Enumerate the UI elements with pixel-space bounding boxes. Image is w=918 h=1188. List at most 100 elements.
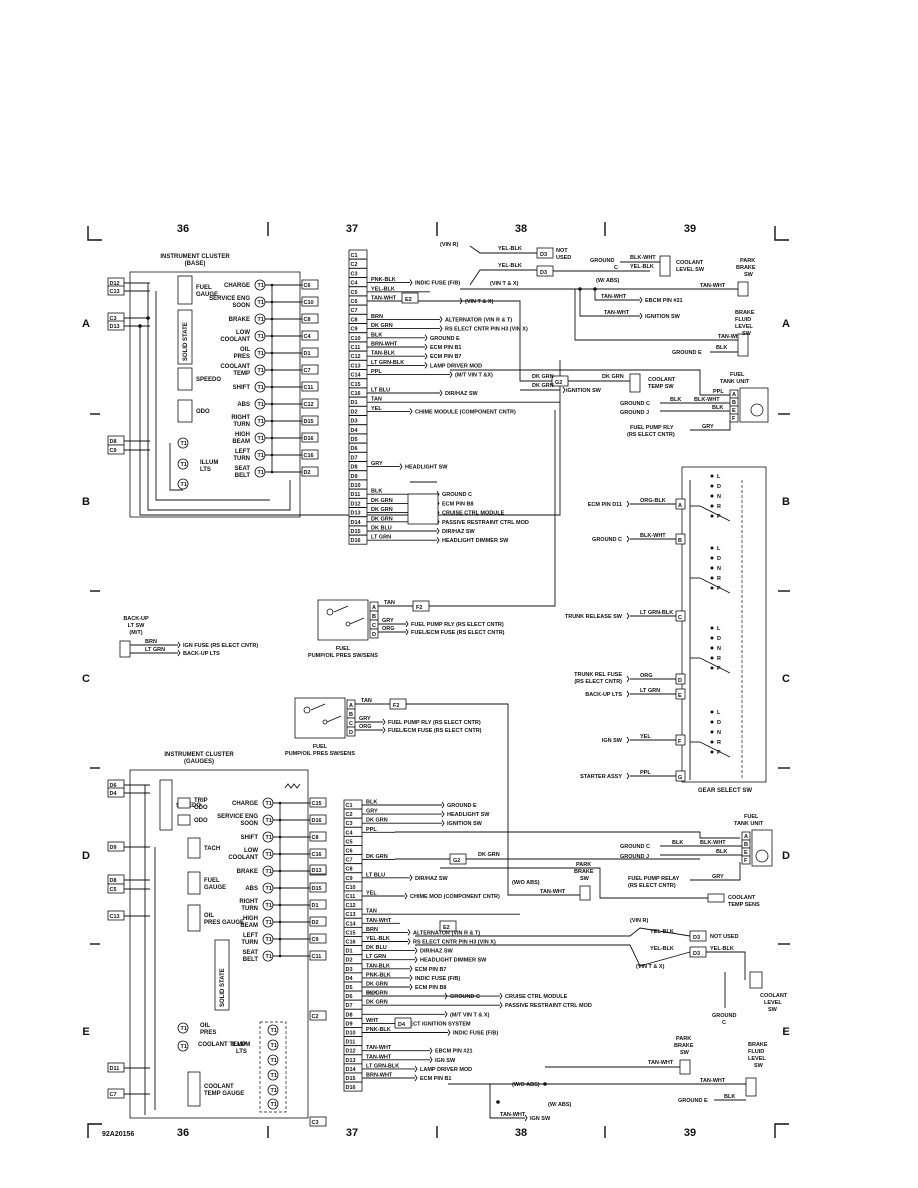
pin-box [348, 534, 368, 545]
wire-color: YEL-BLK [650, 946, 674, 952]
pin-label: C3 [312, 1120, 319, 1126]
indicator-label: SERVICE ENG [217, 814, 258, 820]
wire-color: BLK [712, 405, 723, 411]
switch-box [749, 971, 763, 989]
splice-label: G2 [555, 380, 562, 386]
module-box [187, 904, 201, 932]
splice-dot [710, 636, 714, 640]
pin-label: C7 [110, 1092, 117, 1098]
switch-arm [310, 703, 326, 711]
pin-label: C13 [346, 912, 356, 918]
splice-dot [710, 730, 714, 734]
pin-label: B [678, 538, 682, 544]
circuit-dest: FUEL/ECM FUSE (RS ELECT CNTR) [411, 630, 505, 636]
indicator-label: LOW [244, 848, 258, 854]
column-label-top: 37 [346, 223, 358, 235]
pin-box [301, 330, 319, 341]
gear-position: P [717, 586, 721, 592]
gear-row-label: IGN SW [602, 738, 623, 744]
wire-color: TAN-WHT [366, 918, 392, 924]
lamp-glyph: T1 [266, 835, 272, 841]
figure-id: 92A20156 [102, 1131, 134, 1138]
connector-arrow [409, 965, 413, 973]
indicator-label: HIGH [235, 432, 250, 438]
pin-label: D9 [346, 1021, 353, 1027]
ground-label: GROUND E [678, 1098, 708, 1104]
illum-label: OIL [200, 1023, 210, 1029]
wire-color: PPL [371, 369, 382, 375]
gear-position: D [717, 720, 721, 726]
splice-dot [710, 586, 714, 590]
circuit-dest: EBCM PIN #21 [645, 298, 683, 304]
indicator-label: SOON [240, 821, 258, 827]
pin-label: C10 [346, 885, 356, 891]
splice-label: F2 [416, 605, 422, 611]
switch-arm [333, 605, 349, 613]
wire [574, 289, 738, 341]
illum-label: COOLANT TEMP [198, 1042, 246, 1048]
lamp-icon [267, 1098, 279, 1110]
pin-label: D15 [312, 886, 322, 892]
pin-label: D [678, 678, 682, 684]
not-used: NOT [556, 248, 568, 254]
switch-box [119, 640, 131, 658]
splice-label: D3 [540, 270, 547, 276]
wire-color: LT GRN [366, 954, 386, 960]
splice-label: E2 [405, 297, 412, 303]
pin-label: C11 [304, 385, 314, 391]
pin-box [107, 787, 125, 798]
circuit-dest: CHIME MOD (COMPONENT CNTR) [410, 894, 500, 900]
splice-label: D3 [540, 252, 547, 258]
circuit-dest: LAMP DRIVER MOD [420, 1067, 472, 1073]
pin-label: D14 [346, 1067, 357, 1073]
connector-arrow [439, 316, 443, 323]
connector-arrow [439, 389, 443, 397]
pin-label: C13 [110, 289, 120, 295]
connector-arrow [436, 527, 440, 535]
internal-bus [147, 283, 291, 511]
circuit-dest: LAMP DRIVER MOD [430, 363, 482, 369]
pin-label: F [678, 739, 682, 745]
indicator-label: SHIFT [241, 835, 259, 841]
wire-color: PNK-BLK [371, 277, 396, 283]
switch-arm [699, 577, 731, 594]
cluster-title: INSTRUMENT CLUSTER [160, 254, 230, 260]
pin-label: F [744, 858, 748, 864]
wire-color: TAN-BLK [366, 963, 390, 969]
circuit-dest: IGN SW [530, 1116, 551, 1122]
module-label: SOLID STATE [220, 968, 226, 1007]
row-label-right: C [782, 673, 790, 685]
switch-box [579, 885, 591, 901]
column-label-top: 38 [515, 223, 527, 235]
ground-label: GROUND J [620, 410, 649, 416]
pin-label: D13 [110, 324, 120, 330]
module-label: LTS [200, 467, 211, 473]
wire [406, 703, 509, 890]
pin-box [107, 1088, 125, 1099]
pin-label: C16 [351, 391, 361, 397]
wire-color: BLK [371, 489, 382, 495]
pin-box [301, 415, 319, 426]
lamp-glyph: T1 [258, 385, 264, 391]
lamp-icon [267, 1054, 279, 1066]
splice-dot [710, 626, 714, 630]
wire-color: DK GRN [371, 507, 393, 513]
lamp-icon [177, 1022, 189, 1034]
gear-row-label: BACK-UP LTS [585, 692, 622, 698]
pin-label: D16 [304, 436, 314, 442]
connector-arrow [414, 1074, 418, 1082]
illum-group [259, 1021, 287, 1113]
pin-label: C2 [346, 812, 353, 818]
pin-box [309, 916, 327, 927]
switch-label: FLUID [748, 1049, 764, 1055]
wire-color: BLK [724, 1094, 735, 1100]
circuit-dest: FUEL PUMP RLY (RS ELECT CNTR) [388, 720, 481, 726]
switch-label: TANK UNIT [734, 821, 764, 827]
pin-box [301, 381, 319, 392]
lamp-icon [177, 437, 189, 449]
cluster-title: INSTRUMENT CLUSTER [164, 752, 234, 758]
connector-arrow [499, 992, 503, 1000]
lamp-glyph: T1 [266, 801, 272, 807]
lamp-glyph: T1 [271, 1043, 277, 1049]
